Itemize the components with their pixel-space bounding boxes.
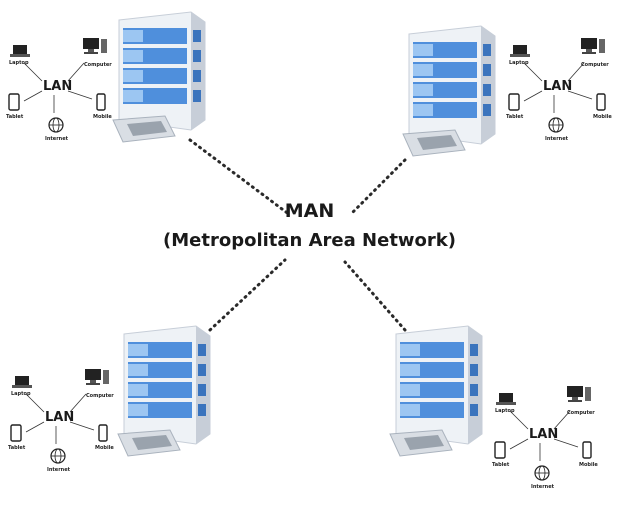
- internet-icon: [50, 448, 66, 464]
- laptop-icon: [12, 376, 32, 388]
- lan-cluster-top-left: Laptop Computer LAN Tablet Mobile Intern…: [2, 35, 122, 170]
- tablet-icon: [494, 441, 506, 459]
- link-top-right: [348, 158, 407, 217]
- link-top-left: [188, 138, 292, 217]
- lan-label: LAN: [43, 79, 73, 94]
- computer-icon: [581, 38, 605, 54]
- tablet-icon: [10, 424, 22, 442]
- lan-cluster-bottom-left: Laptop Computer LAN Tablet Mobile Intern…: [4, 366, 124, 501]
- lan-connections: [23, 62, 93, 113]
- building-icon: [112, 11, 206, 143]
- laptop-label: Laptop: [11, 391, 31, 397]
- internet-label: Internet: [45, 136, 69, 142]
- mobile-icon: [582, 441, 592, 459]
- lan-label: LAN: [529, 427, 559, 442]
- laptop-icon: [10, 45, 30, 57]
- mobile-label: Mobile: [593, 114, 612, 120]
- tablet-icon: [8, 93, 20, 111]
- mobile-label: Mobile: [579, 462, 598, 468]
- laptop-icon: [496, 393, 516, 405]
- computer-icon: [85, 369, 109, 385]
- tablet-label: Tablet: [506, 114, 524, 120]
- link-bottom-left: [208, 258, 287, 332]
- internet-label: Internet: [47, 467, 71, 473]
- diagram-subtitle: (Metropolitan Area Network): [163, 230, 456, 251]
- mobile-icon: [96, 93, 106, 111]
- lan-connections: [523, 62, 593, 113]
- tablet-label: Tablet: [6, 114, 24, 120]
- mobile-label: Mobile: [93, 114, 112, 120]
- lan-label: LAN: [543, 79, 573, 94]
- mobile-icon: [596, 93, 606, 111]
- mobile-icon: [98, 424, 108, 442]
- man-diagram: MAN (Metropolitan Area Network) Laptop C…: [2, 11, 619, 490]
- laptop-label: Laptop: [495, 408, 515, 414]
- mobile-label: Mobile: [95, 445, 114, 451]
- lan-connections: [509, 410, 579, 461]
- tablet-label: Tablet: [8, 445, 26, 451]
- computer-label: Computer: [581, 62, 609, 68]
- computer-icon: [83, 38, 107, 54]
- computer-label: Computer: [84, 62, 112, 68]
- building-icon: [402, 25, 496, 157]
- lan-cluster-bottom-right: Laptop Computer LAN Tablet Mobile Intern…: [488, 383, 608, 518]
- internet-icon: [48, 117, 64, 133]
- internet-label: Internet: [545, 136, 569, 142]
- link-bottom-right: [343, 260, 407, 332]
- computer-label: Computer: [567, 410, 595, 416]
- tablet-label: Tablet: [492, 462, 510, 468]
- diagram-title: MAN: [284, 200, 335, 222]
- building-icon: [117, 325, 211, 457]
- lan-connections: [25, 393, 95, 444]
- internet-icon: [548, 117, 564, 133]
- laptop-label: Laptop: [9, 60, 29, 66]
- lan-cluster-top-right: Laptop Computer LAN Tablet Mobile Intern…: [502, 35, 619, 170]
- laptop-label: Laptop: [509, 60, 529, 66]
- computer-label: Computer: [86, 393, 114, 399]
- internet-icon: [534, 465, 550, 481]
- lan-label: LAN: [45, 410, 75, 425]
- network-links: [188, 138, 407, 332]
- building-icon: [389, 325, 483, 457]
- computer-icon: [567, 386, 591, 402]
- tablet-icon: [508, 93, 520, 111]
- internet-label: Internet: [531, 484, 555, 490]
- laptop-icon: [510, 45, 530, 57]
